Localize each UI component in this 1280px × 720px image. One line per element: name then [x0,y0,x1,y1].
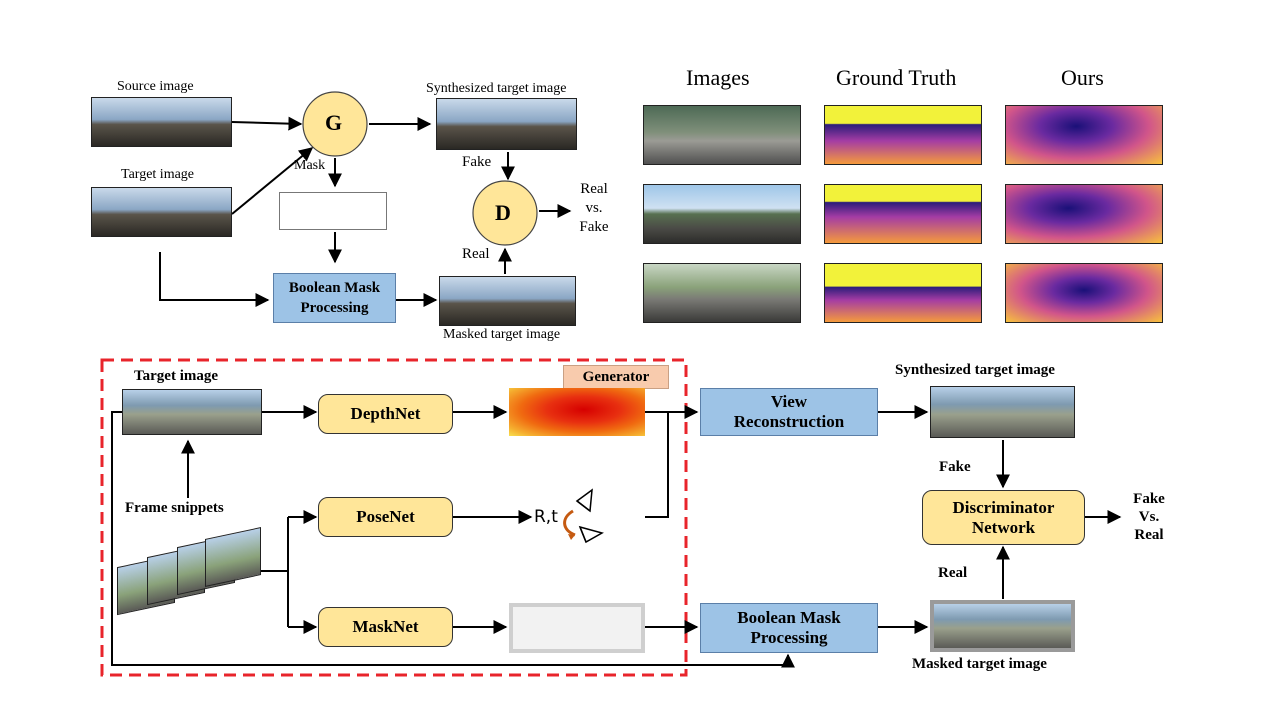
fake-vs-real-bottom: Fake Vs. Real [1133,491,1165,543]
rt-label: R,t [534,507,558,527]
arrow-target-to-g [231,147,314,215]
sample-image-3 [643,263,801,323]
arrow-target-to-boolean [159,252,270,307]
sample-image-2 [643,184,801,244]
masked-target-label: Masked target image [443,327,561,342]
target-image-thumb [91,187,232,237]
frame-snippet [205,527,261,587]
bottom-target-thumb [122,389,262,435]
line-pose-to-view [645,412,669,518]
ours-depth-1 [1005,105,1163,165]
camera-frustum-icon [575,488,604,544]
bottom-real-label: Real [938,565,968,581]
frame-snippets-stack [117,527,262,619]
target-image-label: Target image [121,167,195,182]
boolean-mask-box-top: Boolean Mask Processing [273,273,396,323]
source-image-thumb [91,97,232,147]
d-node-label: D [495,200,511,225]
rotation-arc-icon [563,509,576,537]
bottom-target-label: Target image [134,368,219,384]
generator-dashed-region [100,358,688,677]
header-ours: Ours [1061,65,1104,90]
d-node-circle [472,180,538,246]
mask-label: Mask [294,158,326,173]
discriminator-box: Discriminator Network [922,490,1085,545]
g-node-label: G [325,110,343,135]
bottom-masked-thumb [930,600,1075,652]
depth-map-output [509,388,645,436]
masknet-box: MaskNet [318,607,453,647]
fake-label-top: Fake [462,154,492,170]
synth-target-label: Synthesized target image [426,81,567,96]
view-reconstruction-box: View Reconstruction [700,388,878,436]
real-label-top: Real [462,246,490,262]
header-images: Images [686,65,750,90]
ours-depth-2 [1005,184,1163,244]
sample-image-1 [643,105,801,165]
boolean-mask-box-bottom: Boolean Mask Processing [700,603,878,653]
posenet-box: PoseNet [318,497,453,537]
header-ground-truth: Ground Truth [836,65,957,90]
bottom-masked-label: Masked target image [912,656,1047,672]
synth-target-thumb [436,98,577,150]
real-vs-fake-top: Real vs. Fake [579,181,609,235]
ground-truth-1 [824,105,982,165]
source-image-label: Source image [117,79,194,94]
g-node-circle [302,91,368,157]
bottom-synth-thumb [930,386,1075,438]
ground-truth-3 [824,263,982,323]
mask-output [509,603,645,653]
mask-image-thumb [279,192,387,230]
arrow-source-to-g [231,116,303,131]
ours-depth-3 [1005,263,1163,323]
generator-tag: Generator [563,365,669,389]
depthnet-box: DepthNet [318,394,453,434]
arrow-target-to-boolean-bottom [111,411,795,668]
frame-snippets-label: Frame snippets [125,500,224,516]
masked-target-thumb [439,276,576,326]
ground-truth-2 [824,184,982,244]
bottom-fake-label: Fake [939,459,971,475]
bottom-synth-label: Synthesized target image [895,362,1055,378]
